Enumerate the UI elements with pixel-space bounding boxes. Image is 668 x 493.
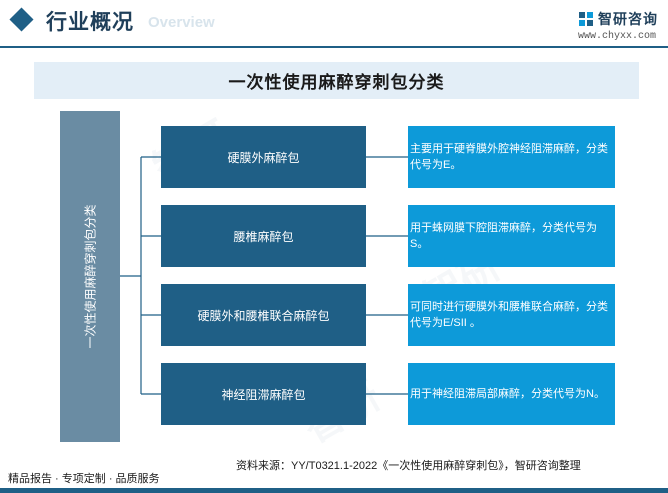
root-node: 一次性使用麻醉穿刺包分类 xyxy=(60,111,120,442)
category-combined: 硬膜外和腰椎联合麻醉包 xyxy=(161,284,366,346)
brand-logo-icon xyxy=(579,12,593,26)
category-epidural: 硬膜外麻醉包 xyxy=(161,126,366,188)
section-title: 行业概况 xyxy=(46,11,134,34)
source-note: 资料来源：YY/T0321.1-2022《一次性使用麻醉穿刺包》，智研咨询整理 xyxy=(236,460,581,472)
footer-tagline: 精品报告 · 专项定制 · 品质服务 xyxy=(8,473,160,485)
header-watermark: Overview xyxy=(148,14,215,31)
category-nerve-block: 神经阻滞麻醉包 xyxy=(161,363,366,425)
description-nerve-block: 用于神经阻滞局部麻醉，分类代号为N。 xyxy=(408,363,615,425)
footer-bar xyxy=(0,488,668,493)
diagram-title: 一次性使用麻醉穿刺包分类 xyxy=(34,62,639,99)
description-combined: 可同时进行硬膜外和腰椎联合麻醉，分类代号为E/SII 。 xyxy=(408,284,615,346)
brand-url: www.chyxx.com xyxy=(578,31,657,42)
page-header: Overview 行业概况 智研咨询 www.chyxx.com xyxy=(0,0,668,48)
description-spinal: 用于蛛网膜下腔阻滞麻醉，分类代号为S。 xyxy=(408,205,615,267)
description-epidural: 主要用于硬脊膜外腔神经阻滞麻醉，分类代号为E。 xyxy=(408,126,615,188)
category-spinal: 腰椎麻醉包 xyxy=(161,205,366,267)
brand-name: 智研咨询 xyxy=(598,11,658,27)
header-divider xyxy=(0,46,668,48)
